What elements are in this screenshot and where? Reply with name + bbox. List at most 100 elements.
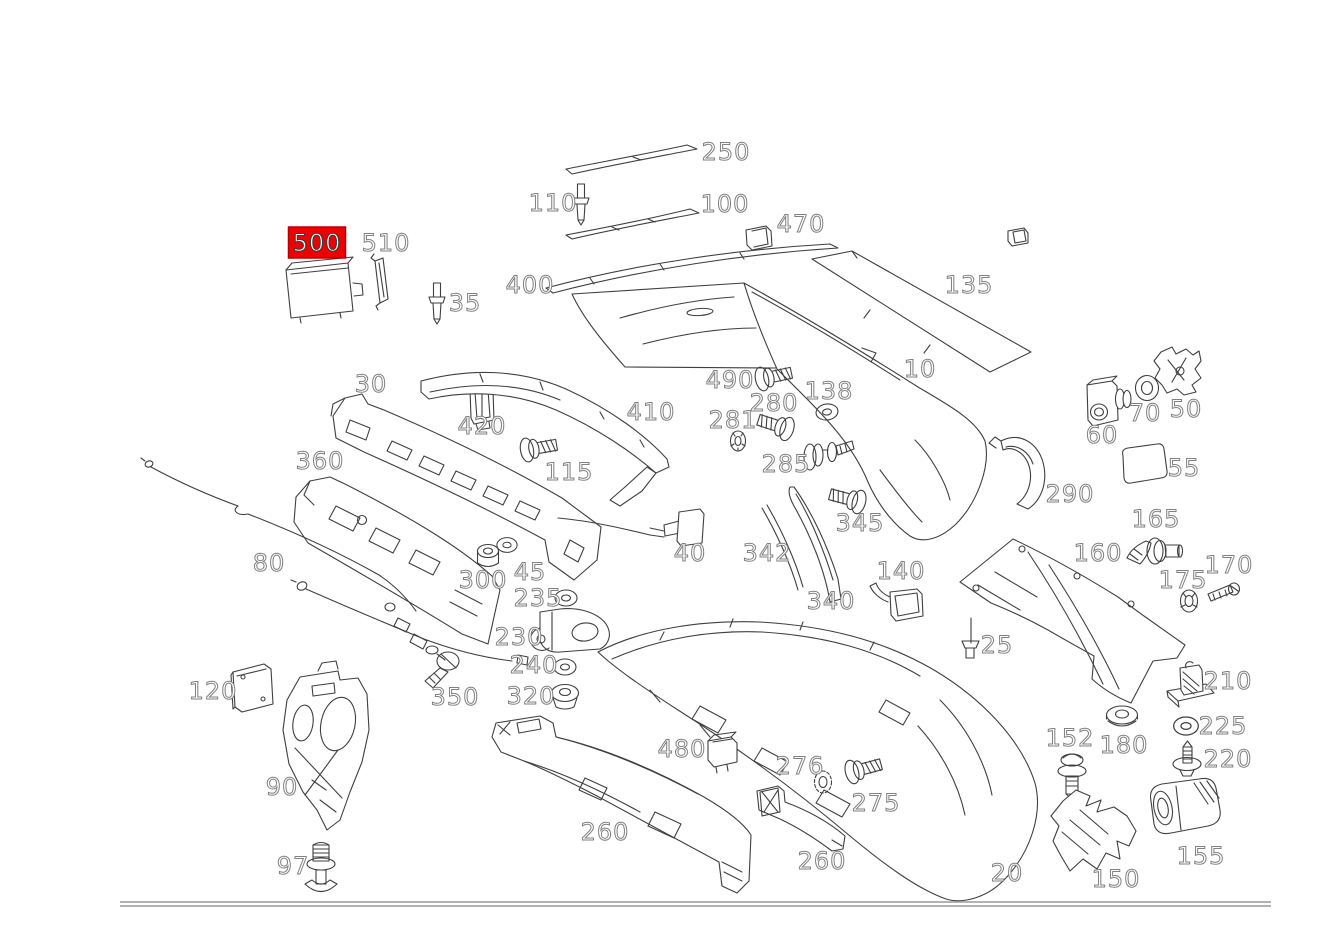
- part-label-281[interactable]: 281: [708, 406, 758, 435]
- part-label-500[interactable]: 500: [287, 226, 347, 259]
- rivet-35-drawing: [428, 282, 446, 325]
- part-label-280[interactable]: 280: [749, 389, 799, 418]
- part-label-410[interactable]: 410: [626, 398, 676, 427]
- moulding-400-drawing: [545, 243, 839, 294]
- svg-text:180: 180: [1100, 731, 1149, 759]
- part-label-100[interactable]: 100: [700, 190, 750, 219]
- grommet-180-drawing: [1105, 705, 1139, 727]
- nut-175-drawing: [1179, 589, 1199, 613]
- svg-text:285: 285: [762, 450, 811, 478]
- svg-text:25: 25: [981, 631, 1014, 659]
- part-label-240[interactable]: 240: [509, 651, 559, 680]
- part-label-400[interactable]: 400: [505, 271, 555, 300]
- part-label-45[interactable]: 45: [513, 558, 547, 587]
- part-label-10[interactable]: 10: [903, 355, 937, 384]
- part-label-235[interactable]: 235: [513, 584, 563, 613]
- screw-170-drawing: [1207, 582, 1241, 602]
- svg-text:260: 260: [798, 847, 847, 875]
- svg-text:50: 50: [1170, 395, 1203, 423]
- part-label-276[interactable]: 276: [775, 752, 825, 781]
- part-label-140[interactable]: 140: [876, 557, 926, 586]
- part-label-135[interactable]: 135: [944, 271, 994, 300]
- part-label-275[interactable]: 275: [851, 789, 901, 818]
- part-label-250[interactable]: 250: [701, 138, 751, 167]
- part-label-230[interactable]: 230: [494, 623, 544, 652]
- svg-text:115: 115: [545, 458, 594, 486]
- bumper-lower-20-drawing: [597, 618, 1038, 902]
- svg-text:470: 470: [777, 210, 826, 238]
- part-label-150[interactable]: 150: [1091, 865, 1141, 894]
- exhaust-bracket-155-drawing: [1149, 777, 1221, 835]
- clip-470-drawing: [745, 225, 773, 256]
- part-label-55[interactable]: 55: [1167, 454, 1201, 483]
- part-label-115[interactable]: 115: [544, 458, 594, 487]
- highlight-box: [287, 226, 347, 259]
- grommet-320-drawing: [550, 683, 580, 710]
- part-label-40[interactable]: 40: [673, 539, 707, 568]
- part-label-510[interactable]: 510: [361, 229, 411, 258]
- svg-text:170: 170: [1205, 551, 1254, 579]
- part-label-25[interactable]: 25: [980, 631, 1014, 660]
- part-label-50[interactable]: 50: [1169, 395, 1203, 424]
- part-label-490[interactable]: 490: [705, 366, 755, 395]
- push-pin-285-drawing: [803, 440, 855, 471]
- svg-text:240: 240: [510, 651, 559, 679]
- part-label-360[interactable]: 360: [295, 447, 345, 476]
- part-label-20[interactable]: 20: [990, 859, 1024, 888]
- svg-text:120: 120: [189, 677, 238, 705]
- part-label-30[interactable]: 30: [354, 370, 388, 399]
- trim-strip-250-drawing: [565, 144, 698, 175]
- part-label-90[interactable]: 90: [265, 773, 299, 802]
- part-label-340[interactable]: 340: [806, 587, 856, 616]
- sensor-module-500-drawing: [285, 256, 364, 324]
- arc-strip-342-drawing: [761, 504, 804, 591]
- part-label-350[interactable]: 350: [430, 683, 480, 712]
- part-label-285[interactable]: 285: [761, 450, 811, 479]
- part-label-97[interactable]: 97: [276, 852, 310, 881]
- part-label-345[interactable]: 345: [835, 509, 885, 538]
- part-label-260-right[interactable]: 260: [797, 847, 847, 876]
- part-label-80[interactable]: 80: [252, 549, 286, 578]
- part-label-175[interactable]: 175: [1158, 566, 1208, 595]
- part-label-342[interactable]: 342: [742, 539, 792, 568]
- bracket-230-drawing: [529, 608, 610, 653]
- nut-300-drawing: [476, 543, 500, 568]
- part-label-35[interactable]: 35: [448, 289, 482, 318]
- part-label-152[interactable]: 152: [1045, 724, 1095, 753]
- svg-text:175: 175: [1159, 566, 1208, 594]
- part-label-300[interactable]: 300: [458, 566, 508, 595]
- svg-text:70: 70: [1129, 399, 1162, 427]
- svg-text:410: 410: [627, 398, 676, 426]
- part-label-160[interactable]: 160: [1073, 539, 1123, 568]
- part-label-260-left[interactable]: 260: [580, 818, 630, 847]
- part-label-170[interactable]: 170: [1204, 551, 1254, 580]
- part-label-320[interactable]: 320: [506, 682, 556, 711]
- part-label-138[interactable]: 138: [804, 377, 854, 406]
- part-label-480[interactable]: 480: [657, 735, 707, 764]
- screw-grommet-350-drawing: [424, 651, 460, 689]
- part-label-220[interactable]: 220: [1203, 745, 1253, 774]
- pin-25-drawing: [961, 617, 980, 659]
- part-label-60[interactable]: 60: [1085, 421, 1119, 450]
- diffuser-160-drawing: [959, 538, 1186, 704]
- part-label-470[interactable]: 470: [776, 210, 826, 239]
- svg-text:281: 281: [709, 406, 758, 434]
- svg-text:20: 20: [991, 859, 1024, 887]
- part-label-225[interactable]: 225: [1198, 712, 1248, 741]
- part-label-420[interactable]: 420: [457, 412, 507, 441]
- tow-hook-cover-140-drawing: [869, 582, 924, 622]
- mounting-rail-30-drawing: [330, 393, 602, 581]
- part-label-210[interactable]: 210: [1203, 667, 1253, 696]
- part-label-180[interactable]: 180: [1099, 731, 1149, 760]
- part-label-155[interactable]: 155: [1176, 842, 1226, 871]
- svg-text:90: 90: [266, 773, 299, 801]
- part-label-290[interactable]: 290: [1045, 480, 1095, 509]
- heat-shield-150-drawing: [1050, 789, 1137, 872]
- part-label-165[interactable]: 165: [1131, 505, 1181, 534]
- part-label-110[interactable]: 110: [528, 189, 578, 218]
- part-label-120[interactable]: 120: [188, 677, 238, 706]
- expansion-rivet-97-drawing: [304, 841, 338, 893]
- part-label-70[interactable]: 70: [1128, 399, 1162, 428]
- svg-text:420: 420: [458, 412, 507, 440]
- svg-text:510: 510: [362, 229, 411, 257]
